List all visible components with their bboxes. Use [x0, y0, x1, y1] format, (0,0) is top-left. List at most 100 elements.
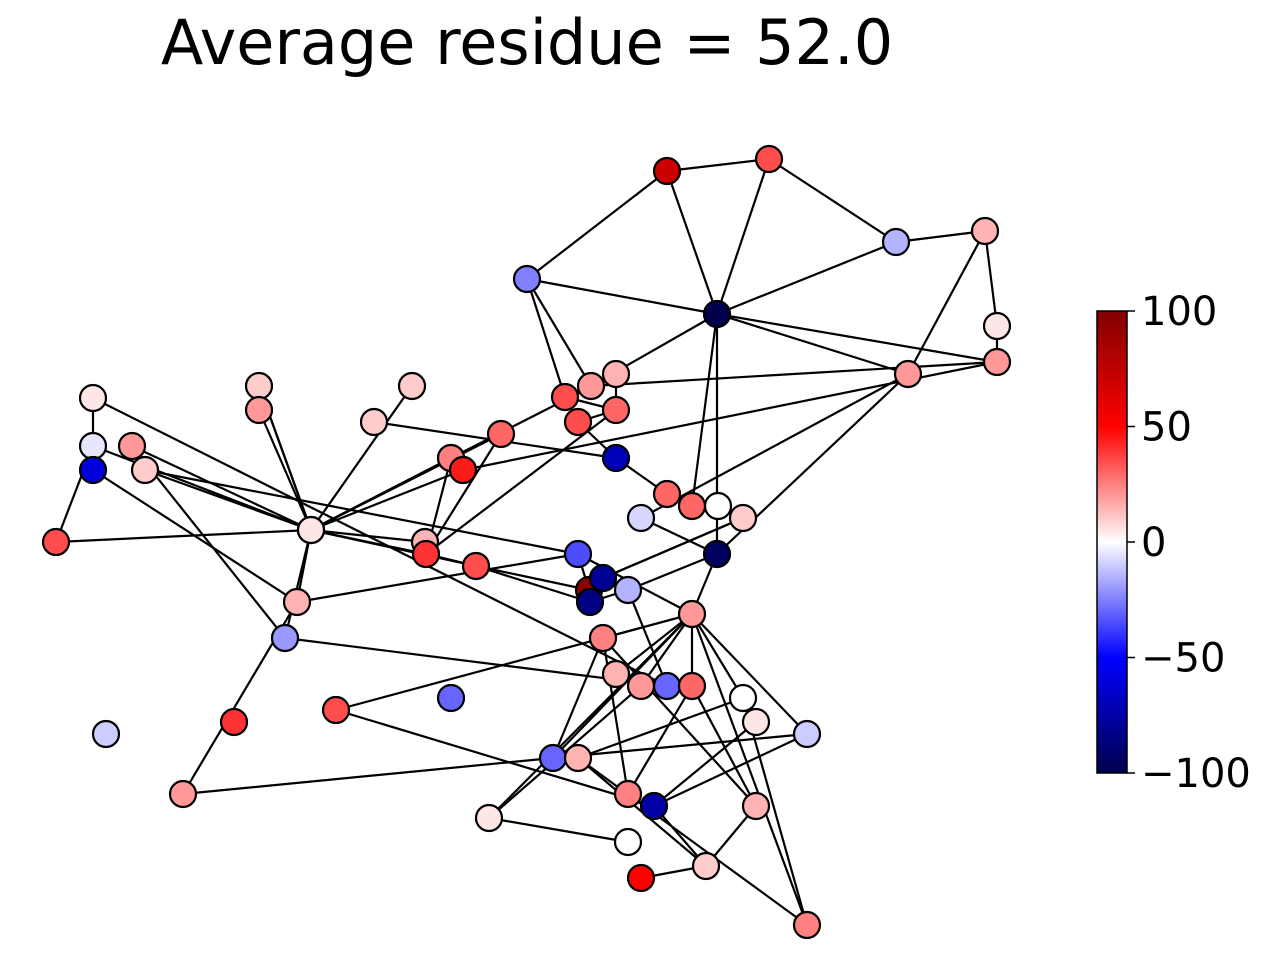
- graph-edge: [768, 158, 897, 243]
- graph-node: [282, 587, 312, 617]
- colorbar-tick-label: −50: [1141, 636, 1225, 682]
- graph-edge: [131, 445, 312, 531]
- graph-node: [41, 527, 71, 557]
- graph-node: [652, 156, 682, 186]
- graph-edge: [310, 457, 452, 531]
- graph-node: [982, 311, 1012, 341]
- graph-edge: [144, 468, 312, 532]
- graph-node: [588, 623, 618, 653]
- graph-node: [702, 299, 732, 329]
- graph-node: [91, 719, 121, 749]
- graph-edge: [526, 277, 718, 316]
- graph-node: [576, 371, 606, 401]
- graph-node: [613, 779, 643, 809]
- graph-node: [741, 707, 771, 737]
- graph-edge: [715, 158, 771, 315]
- graph-node: [78, 431, 108, 461]
- graph-node: [244, 395, 274, 425]
- graph-node: [588, 563, 618, 593]
- graph-node: [652, 671, 682, 701]
- graph-edge: [257, 409, 313, 531]
- graph-node: [486, 419, 516, 449]
- figure-title: Average residue = 52.0: [161, 6, 893, 79]
- graph-node: [563, 743, 593, 773]
- graph-node: [626, 671, 656, 701]
- graph-node: [359, 407, 389, 437]
- graph-edge: [602, 612, 693, 640]
- graph-edge: [602, 516, 744, 580]
- graph-node: [461, 551, 491, 581]
- graph-node: [677, 599, 707, 629]
- graph-node: [982, 347, 1012, 377]
- graph-node: [538, 743, 568, 773]
- graph-edge: [691, 685, 757, 807]
- graph-node: [550, 382, 580, 412]
- graph-edge: [691, 613, 808, 735]
- graph-node: [168, 779, 198, 809]
- graph-node: [219, 707, 249, 737]
- graph-edge: [716, 312, 998, 364]
- graph-edge: [296, 552, 579, 604]
- graph-node: [677, 491, 707, 521]
- graph-edge: [690, 313, 719, 507]
- graph-edge: [590, 360, 998, 388]
- graph-node: [792, 910, 822, 940]
- graph-node: [130, 455, 160, 485]
- graph-node: [639, 791, 669, 821]
- graph-node: [601, 443, 631, 473]
- graph-node: [448, 455, 478, 485]
- graph-node: [601, 359, 631, 389]
- graph-node: [601, 659, 631, 689]
- graph-edge: [653, 721, 757, 807]
- colorbar-tick-label: −100: [1141, 751, 1251, 797]
- colorbar-tick-label: 100: [1141, 289, 1217, 335]
- graph-node: [703, 491, 733, 521]
- graph-edge: [627, 552, 718, 592]
- graph-node: [728, 683, 758, 713]
- graph-edge: [92, 469, 298, 603]
- graph-edge: [653, 733, 808, 807]
- graph-edge: [525, 278, 567, 398]
- graph-node: [474, 803, 504, 833]
- graph-edge: [131, 445, 286, 639]
- graph-edge: [92, 397, 668, 687]
- graph-node: [626, 863, 656, 893]
- graph-edge: [716, 312, 909, 376]
- graph-nodes: [41, 144, 1012, 940]
- graph-node: [563, 407, 593, 437]
- graph-node: [563, 539, 593, 569]
- graph-node: [691, 851, 721, 881]
- graph-edge: [182, 756, 554, 796]
- graph-edge: [335, 708, 655, 808]
- colorbar-tick-label: 0: [1141, 520, 1166, 566]
- graph-edge: [691, 613, 744, 699]
- graph-edge: [475, 564, 590, 592]
- graph-node: [397, 371, 427, 401]
- graph-edge: [283, 529, 313, 639]
- graph-node: [702, 539, 732, 569]
- graph-edge: [577, 757, 808, 926]
- graph-edge: [895, 229, 986, 244]
- graph-edge: [716, 240, 897, 316]
- graph-node: [626, 503, 656, 533]
- graph-node: [677, 671, 707, 701]
- graph-edge: [577, 696, 744, 760]
- graph-edge: [690, 613, 809, 926]
- graph-edge: [615, 613, 693, 675]
- graph-edge: [983, 230, 999, 327]
- graph-node: [970, 216, 1000, 246]
- graph-node: [893, 359, 923, 389]
- graph-edge: [627, 685, 693, 795]
- graph-node: [728, 503, 758, 533]
- graph-edge: [425, 433, 502, 555]
- graph-edge: [488, 816, 629, 844]
- graph-node: [613, 827, 643, 857]
- graph-node: [512, 264, 542, 294]
- graph-node: [881, 227, 911, 257]
- graph-edge: [144, 468, 579, 556]
- graph-node: [652, 479, 682, 509]
- graph-edge: [310, 385, 413, 531]
